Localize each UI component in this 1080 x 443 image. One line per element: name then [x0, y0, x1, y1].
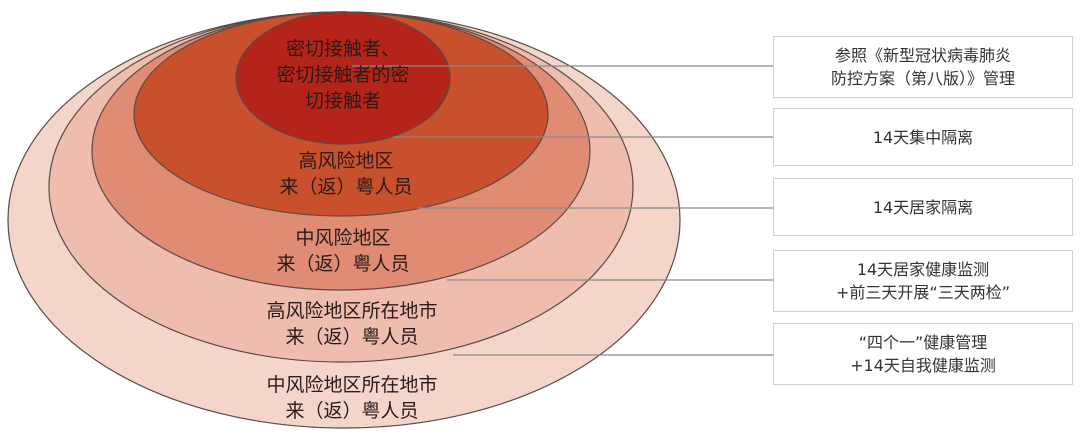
measure-line: 14天居家隔离 [872, 197, 974, 217]
label-line: 高风险地区 [298, 150, 394, 172]
label-line: 来（返）粤人员 [279, 176, 413, 198]
measure-line: +前三天开展“三天两检” [836, 283, 1010, 302]
layer-2-label: 高风险地区 来（返）粤人员 [279, 148, 412, 200]
label-line: 来（返）粤人员 [285, 326, 419, 348]
label-line: 中风险地区 [295, 227, 391, 249]
measure-box-5: “四个一”健康管理 +14天自我健康监测 [773, 323, 1073, 385]
measure-box-1: 参照《新型冠状病毒肺炎防控方案（第八版）》管理 [773, 36, 1073, 98]
label-line: 切接触者 [304, 90, 382, 112]
ellipse-layer-1 [235, 11, 451, 145]
measure-line: 防控方案（第八版）》管理 [830, 69, 1015, 88]
layer-3-label: 中风险地区 来（返）粤人员 [276, 225, 409, 277]
measure-line: 14天集中隔离 [872, 127, 974, 147]
label-line: 密切接触者的密 [276, 64, 410, 86]
layer-4-label: 高风险地区所在地市 来（返）粤人员 [266, 298, 437, 350]
measure-box-2: 14天集中隔离 [773, 108, 1073, 166]
layer-5-label: 中风险地区所在地市 来（返）粤人员 [266, 372, 437, 424]
layer-1-label: 密切接触者、 密切接触者的密 切接触者 [276, 36, 409, 114]
label-line: 高风险地区所在地市 [266, 300, 438, 322]
measure-line: 参照《新型冠状病毒肺炎 [834, 46, 1011, 65]
measure-box-3: 14天居家隔离 [773, 178, 1073, 236]
label-line: 来（返）粤人员 [285, 400, 419, 422]
label-line: 中风险地区所在地市 [266, 374, 438, 396]
label-line: 密切接触者、 [285, 38, 401, 60]
label-line: 来（返）粤人员 [276, 253, 410, 275]
measure-box-4: 14天居家健康监测 +前三天开展“三天两检” [773, 250, 1073, 312]
measure-line: +14天自我健康监测 [850, 356, 996, 375]
measure-line: “四个一”健康管理 [858, 333, 988, 352]
measure-line: 14天居家健康监测 [856, 260, 990, 279]
